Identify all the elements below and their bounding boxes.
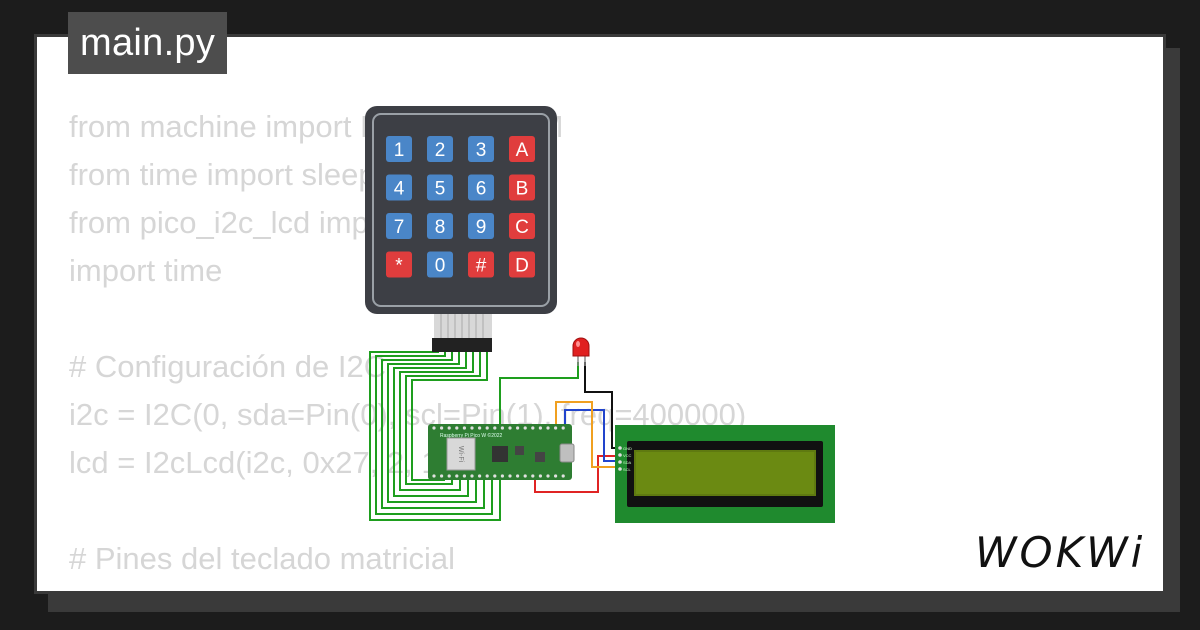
file-name-tab[interactable]: main.py [68,12,228,74]
keypad-key-1[interactable]: 1 [386,136,412,162]
keypad-key-C[interactable]: C [509,213,535,239]
svg-text:9: 9 [476,217,487,238]
keypad-key-4[interactable]: 4 [386,174,412,201]
keypad-key-9[interactable]: 9 [468,213,494,239]
keypad-key-3[interactable]: 3 [468,136,494,162]
svg-text:5: 5 [435,179,446,200]
keypad-key-D[interactable]: D [509,251,535,278]
code-line: ROWS = [16, 17, 18, 19] [69,583,746,591]
code-line: # Pines del teclado matricial [69,541,455,576]
svg-text:2: 2 [435,140,446,161]
keypad-key-0[interactable]: 0 [427,251,453,278]
keypad-key-B[interactable]: B [509,174,535,201]
keypad-key-A[interactable]: A [509,136,535,162]
wifi-label: Wi-Fi [457,446,464,463]
lcd-display[interactable]: GND VCC SDA SCL [615,425,835,523]
svg-text:A: A [516,140,529,161]
keypad-key-6[interactable]: 6 [468,174,494,201]
keypad-key-hash[interactable]: # [468,251,494,278]
lcd-pin-label: SDA [623,460,632,465]
svg-text:1: 1 [394,140,405,161]
svg-text:4: 4 [394,179,405,200]
code-line: i2c = I2C(0, sda=Pin(0), scl=Pin(1), fre… [69,397,747,432]
scl-wire [555,401,622,468]
raspberry-pi-pico[interactable]: Raspberry Pi Pico W ©2022 Wi-Fi [428,424,575,480]
membrane-keypad[interactable]: 1 2 3 A 4 5 6 B 7 8 9 C * 0 # D [365,106,557,314]
sda-wire [564,409,622,462]
rp2040-chip [492,446,508,462]
svg-text:C: C [515,217,529,238]
svg-text:*: * [395,256,403,277]
keypad-keys[interactable]: 1 2 3 A 4 5 6 B 7 8 9 C * 0 # D [386,136,535,278]
keypad-key-5[interactable]: 5 [427,174,453,201]
vcc-wire [534,455,622,493]
pico-pins-bottom [432,474,565,478]
keypad-ribbon [434,312,492,338]
keypad-key-star[interactable]: * [386,251,412,278]
keypad-key-7[interactable]: 7 [386,213,412,239]
svg-text:0: 0 [435,256,446,277]
flash-chip [515,446,524,455]
pico-board-label: Raspberry Pi Pico W ©2022 [440,432,503,439]
svg-text:6: 6 [476,179,487,200]
lcd-pin-label: VCC [623,453,632,458]
svg-text:#: # [476,256,487,277]
wokwi-logo: WOKWi [975,528,1146,577]
svg-text:B: B [516,179,529,200]
keypad-connector [432,338,492,352]
lcd-pins: GND VCC SDA SCL [618,446,632,472]
lcd-pin-label: GND [623,446,632,451]
svg-text:3: 3 [476,140,487,161]
keypad-key-8[interactable]: 8 [427,213,453,239]
pico-pins-top [432,426,565,430]
ribbon-lines [440,312,484,338]
usb-port [559,443,575,463]
code-line: # Configuración de I2C [69,349,387,384]
code-line: import time [69,253,223,288]
keypad-key-2[interactable]: 2 [427,136,453,162]
lcd-pin-label: SCL [623,467,632,472]
red-led[interactable] [572,337,590,366]
code-line: from time import sleep [69,157,376,192]
svg-text:8: 8 [435,217,446,238]
svg-text:D: D [515,256,529,277]
svg-text:7: 7 [394,217,405,238]
wifi-module [446,437,476,471]
regulator-chip [535,452,545,462]
